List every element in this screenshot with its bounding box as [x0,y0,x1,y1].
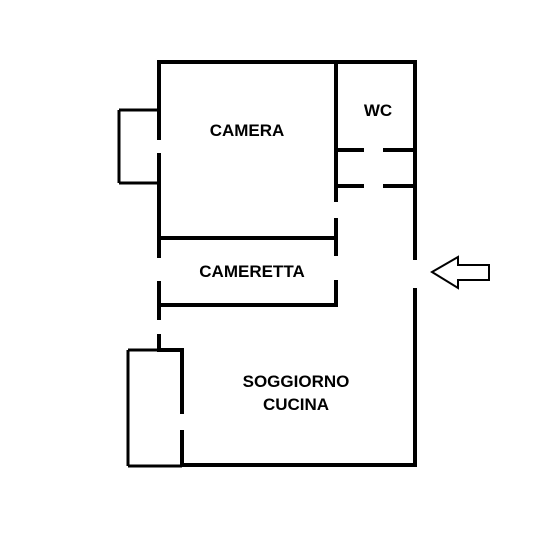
room-label-camera: CAMERA [210,121,285,140]
window-bay-camera [117,108,159,185]
balcony-bay [126,348,182,468]
arrow-left-icon [430,255,490,290]
room-label-soggiorno: SOGGIORNO [243,372,350,391]
outer-walls [157,60,417,467]
interior-walls [157,60,417,307]
room-label-cucina: CUCINA [263,395,329,414]
room-label-wc: WC [364,101,392,120]
room-label-cameretta: CAMERETTA [199,262,304,281]
